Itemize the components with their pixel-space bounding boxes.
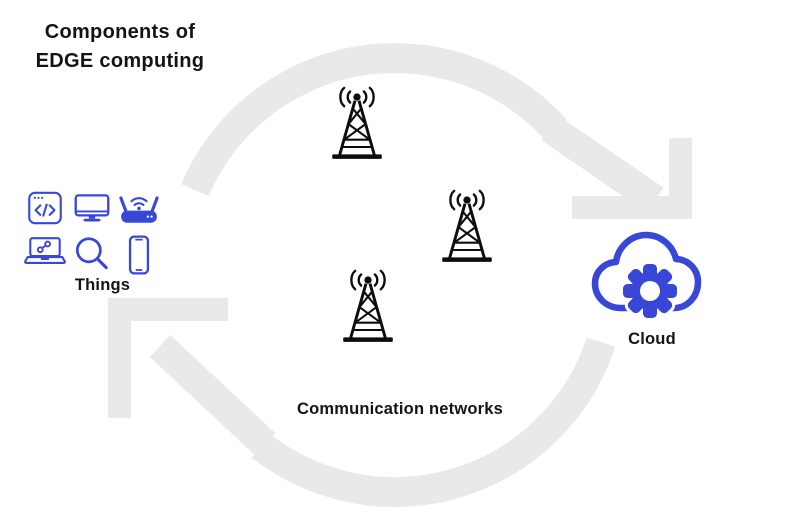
search-icon bbox=[75, 237, 108, 270]
gear-hole bbox=[640, 281, 660, 301]
cloud-gear-icon bbox=[591, 231, 702, 321]
curved-arrow-clockwise-bottom-icon bbox=[108, 298, 616, 507]
page-title: Components of EDGE computing bbox=[15, 18, 225, 76]
wifi-router-icon bbox=[119, 196, 159, 223]
gear-icon bbox=[620, 261, 680, 321]
things-icon-group bbox=[22, 185, 164, 278]
cell-tower-icon bbox=[442, 189, 492, 262]
title-line-2: EDGE computing bbox=[35, 50, 205, 72]
monitor-icon bbox=[74, 194, 110, 222]
cloud-label: Cloud bbox=[628, 330, 676, 348]
smartphone-icon bbox=[128, 235, 150, 275]
cell-tower-icon bbox=[332, 86, 382, 159]
things-label: Things bbox=[74, 276, 131, 294]
curved-arrow-clockwise-top-icon bbox=[181, 43, 692, 219]
laptop-share-icon bbox=[24, 237, 66, 265]
title-line-1: Components of bbox=[44, 21, 196, 43]
browser-code-icon bbox=[28, 191, 62, 225]
cell-tower-icon bbox=[343, 269, 393, 342]
communication-networks-label: Communication networks bbox=[296, 400, 504, 418]
